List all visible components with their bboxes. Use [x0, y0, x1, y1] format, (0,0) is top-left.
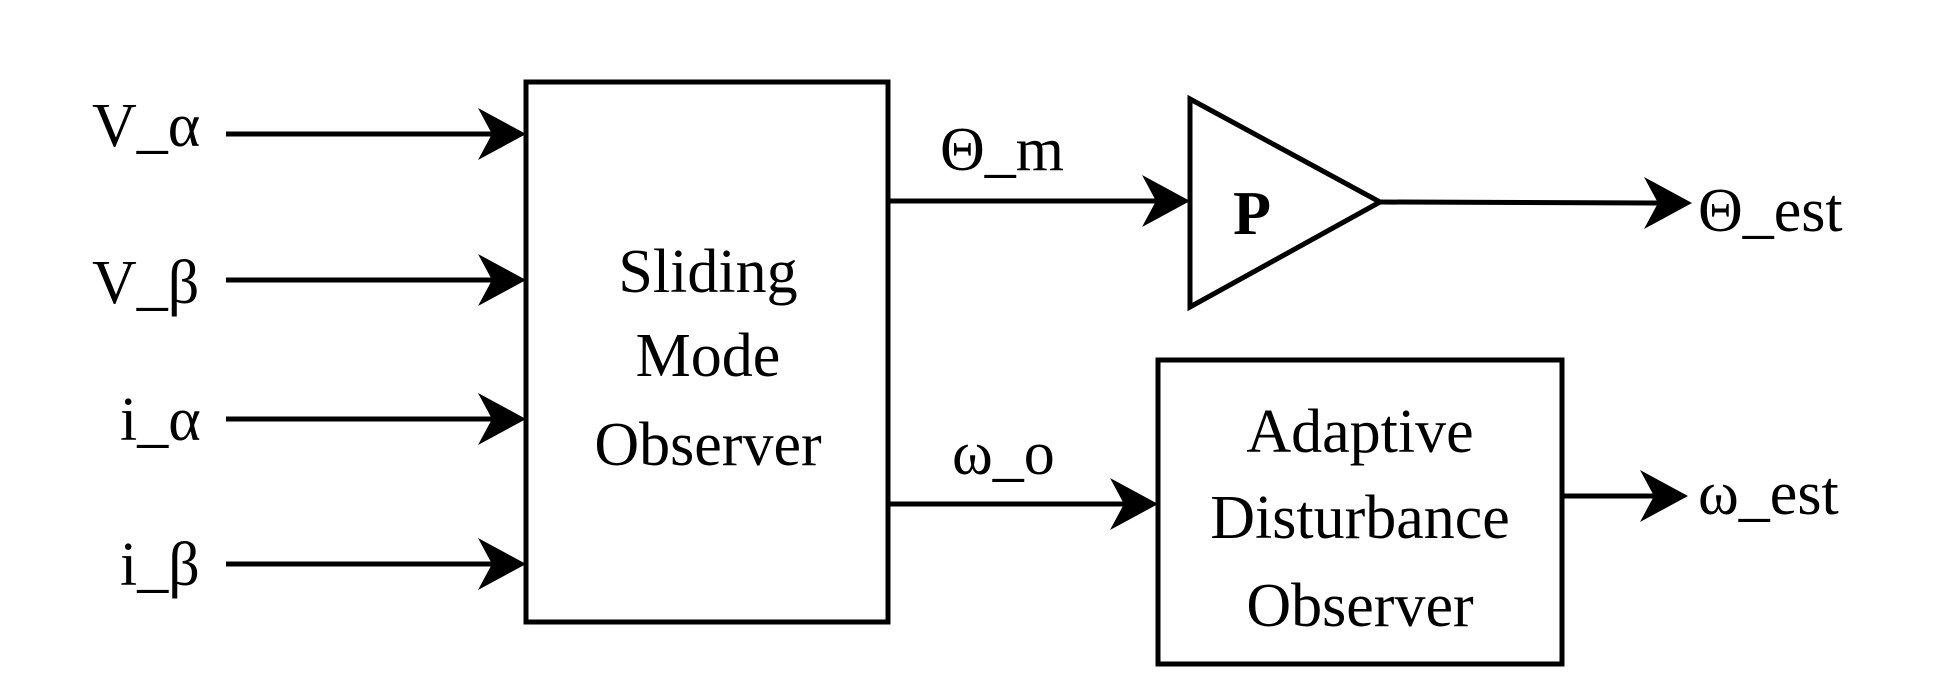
- adaptive-disturbance-observer-block: [1155, 357, 1565, 667]
- arrow-theta-est: [1379, 177, 1692, 229]
- ado-label-line-3: Observer: [1246, 572, 1474, 640]
- input-label-v-alpha: V_α: [92, 92, 200, 160]
- input-arrow-i-alpha: [226, 393, 526, 445]
- signal-label-omega-o: ω_o: [952, 420, 1055, 488]
- smo-label-line-3: Observer: [594, 411, 822, 479]
- smo-label-line-2: Mode: [636, 322, 781, 390]
- ado-label-line-1: Adaptive: [1246, 398, 1473, 466]
- arrow-theta-m: [888, 175, 1190, 227]
- arrow-omega-o: [888, 478, 1158, 530]
- smo-label-line-1: Sliding: [618, 238, 797, 306]
- gain-label: P: [1233, 180, 1271, 248]
- input-arrow-i-beta: [226, 538, 526, 590]
- sliding-mode-observer-block: [523, 79, 891, 625]
- arrow-omega-est: [1562, 470, 1688, 522]
- input-label-i-alpha: i_α: [120, 386, 201, 454]
- gain-block-p: [1187, 94, 1386, 312]
- input-arrow-v-alpha: [226, 108, 526, 160]
- output-label-theta-est: Θ_est: [1698, 177, 1843, 245]
- ado-label-line-2: Disturbance: [1210, 484, 1510, 552]
- input-arrow-v-beta: [226, 254, 526, 306]
- signal-label-theta-m: Θ_m: [940, 116, 1064, 184]
- output-label-omega-est: ω_est: [1698, 460, 1839, 528]
- input-label-v-beta: V_β: [92, 249, 199, 317]
- input-label-i-beta: i_β: [120, 531, 200, 599]
